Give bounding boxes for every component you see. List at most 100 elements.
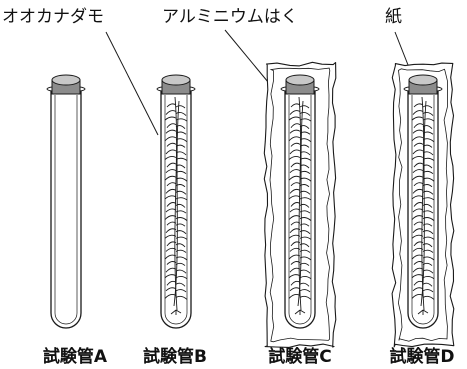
plant-leaf <box>299 197 312 201</box>
plant-leaf <box>422 105 433 109</box>
plant-leaf <box>299 269 311 274</box>
plant-leaf <box>175 223 186 227</box>
plant-label: オオカナダモ <box>2 7 104 27</box>
plant-leaf <box>299 217 312 221</box>
plant-leaf <box>422 157 435 161</box>
plant-stem <box>298 96 302 311</box>
plant-leaf <box>422 230 434 235</box>
plant-leaf <box>299 256 312 261</box>
test-tube-glass <box>284 89 316 329</box>
plant-stem <box>421 96 425 311</box>
plant-leaf <box>175 262 186 266</box>
plant-leaf <box>289 169 301 173</box>
plant-leaf <box>411 175 424 181</box>
plant-leaf <box>164 274 177 279</box>
plant-leaf <box>299 262 310 266</box>
plant-leaf <box>299 170 311 175</box>
plant-leaf <box>166 182 177 187</box>
plant-leaf <box>175 131 187 135</box>
plant-leaf <box>288 155 301 160</box>
plant-leaf <box>413 280 424 286</box>
plant-leaf <box>175 177 188 182</box>
test-tube-inner <box>54 95 78 325</box>
plant-leaf <box>289 208 301 213</box>
plant-leaf <box>413 202 424 207</box>
plant-elodea <box>164 96 188 315</box>
plant-leaf <box>289 188 301 194</box>
paper-leader-line <box>394 31 411 71</box>
plant-leaf <box>165 149 177 155</box>
plant-leaf <box>175 269 187 274</box>
plant-leaf <box>422 262 433 266</box>
tube-b-caption: 試験管B <box>143 346 207 367</box>
plant-leaf <box>175 111 187 116</box>
plant-leaf <box>422 223 433 227</box>
plant-leaf <box>165 247 177 252</box>
plant-leaf <box>412 110 424 115</box>
plant-leaf <box>166 123 177 128</box>
plant-leaf <box>412 188 424 194</box>
plant-leaf <box>290 103 301 108</box>
plant-leaf <box>411 195 424 200</box>
plant-roots <box>170 309 182 315</box>
plant-leaf <box>299 125 310 130</box>
plant-leaf <box>299 223 310 227</box>
plant-leaf <box>289 149 301 155</box>
plant-leaf <box>299 184 310 188</box>
plant-leaf <box>299 177 312 182</box>
plant-leaf <box>165 208 177 213</box>
plant-leaf <box>412 169 424 173</box>
plant-leaf <box>164 155 177 160</box>
plant-leaf <box>289 247 301 252</box>
plant-leaf <box>299 105 310 109</box>
plant-leaf <box>290 182 301 187</box>
plant-leaf <box>175 249 187 253</box>
plant-leaf <box>166 280 177 286</box>
plant-leaf <box>422 203 433 208</box>
plant-leaf <box>289 228 301 234</box>
plant-leaf <box>166 162 177 168</box>
plant-leaf <box>289 267 301 273</box>
plant-leaf <box>175 210 187 214</box>
plant-leaf <box>422 138 435 143</box>
plant-leaf <box>175 243 186 248</box>
plant-leaf <box>422 190 434 195</box>
plant-leaf <box>299 295 312 300</box>
plant-roots <box>294 309 306 315</box>
foil-label: アルミニウムはく <box>162 7 298 27</box>
plant-leaf <box>289 287 301 292</box>
plant-leaf <box>412 208 424 213</box>
plant-leaf <box>422 256 435 261</box>
plant-leaf <box>413 241 424 247</box>
plant-leaf <box>164 195 177 200</box>
plant-leaf <box>175 217 188 221</box>
plant-leaf <box>299 289 311 293</box>
plant-leaf <box>290 162 301 168</box>
plant-leaf <box>422 144 433 148</box>
plant-leaf <box>165 267 177 273</box>
plant-leaf <box>422 282 433 287</box>
plant-leaf <box>164 254 177 260</box>
plant-leaf <box>299 164 310 169</box>
plant-leaf <box>290 202 301 207</box>
plant-leaf <box>422 249 434 253</box>
plant-leaf <box>413 182 424 187</box>
plant-leaf <box>299 131 311 135</box>
plant-roots <box>417 309 429 315</box>
plant-leaf <box>290 123 301 128</box>
plant-leaf <box>422 236 435 240</box>
plant-leaf <box>175 125 186 130</box>
plant-leaf <box>413 261 424 265</box>
tube-d-caption: 試験管D <box>389 346 454 367</box>
plant-leaf <box>166 261 177 265</box>
plant-leaf <box>175 190 187 195</box>
plant-elodea <box>411 96 435 315</box>
plant-leaf <box>290 241 301 247</box>
plant-leaf <box>413 103 424 108</box>
test-tube-inner <box>411 95 435 325</box>
plant-leaf <box>164 175 177 181</box>
plant-leaf <box>175 289 187 293</box>
plant-leaf <box>288 254 301 260</box>
plant-leaf <box>175 144 186 148</box>
